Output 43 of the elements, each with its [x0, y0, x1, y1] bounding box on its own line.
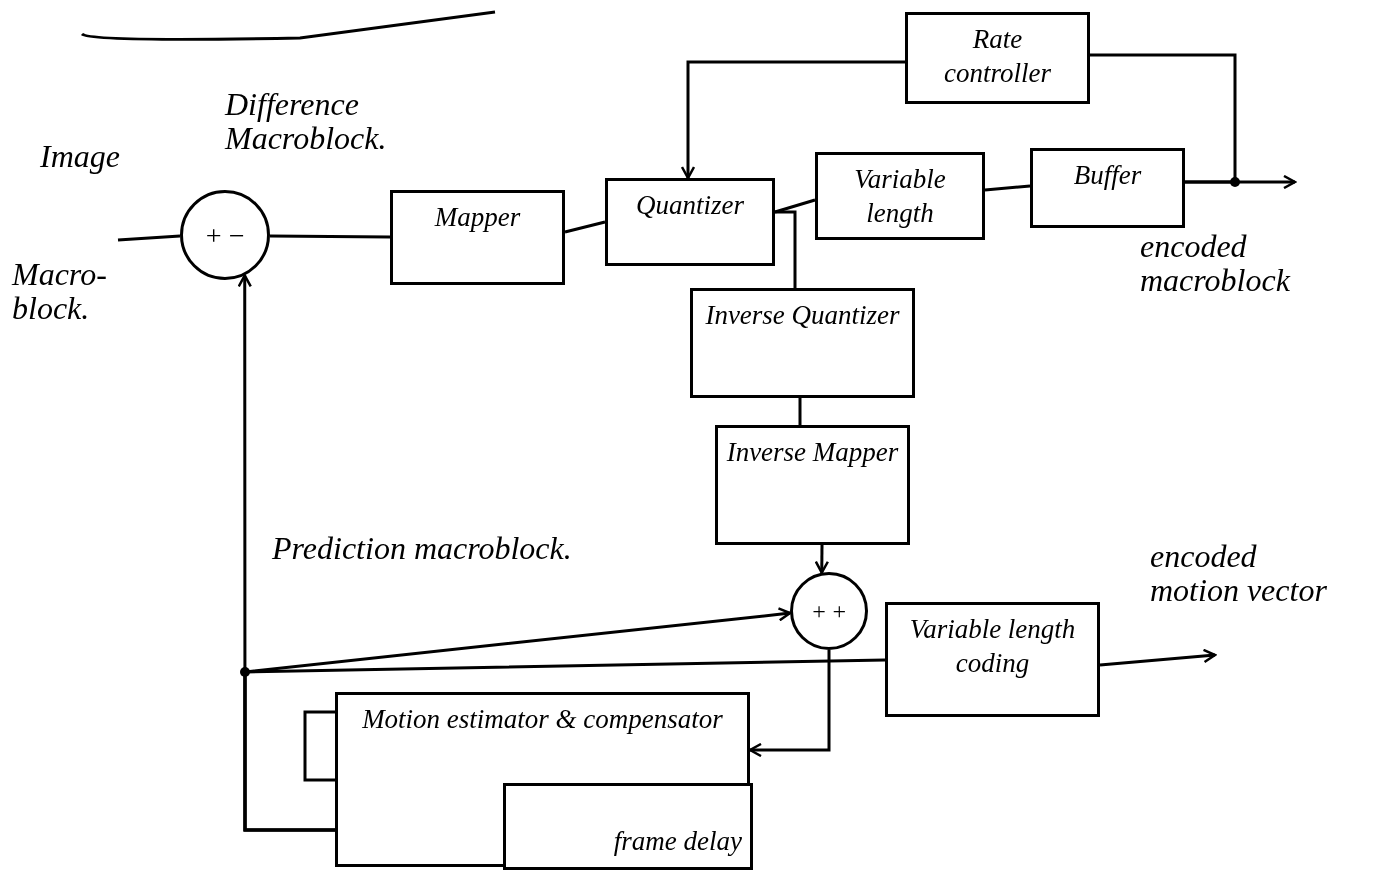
arrow	[748, 650, 831, 758]
box-label: Buffer	[1073, 159, 1142, 192]
box-label: Inverse Quantizer	[705, 299, 900, 332]
box-label: Mapper	[434, 201, 521, 234]
process-box	[390, 190, 565, 285]
box-label: Quantizer	[636, 189, 744, 222]
process-box	[1030, 148, 1185, 228]
process-box	[815, 152, 985, 240]
sign-label: +	[204, 218, 223, 253]
annotation-text: Prediction macroblock.	[272, 532, 573, 566]
process-box	[503, 783, 753, 870]
connector-line	[269, 234, 390, 239]
box-label: Variable length coding	[908, 613, 1077, 680]
connector-line	[798, 398, 802, 425]
process-box	[690, 288, 915, 398]
arrow	[680, 60, 905, 180]
box-label: Rate controller	[943, 23, 1052, 90]
process-box	[605, 178, 775, 266]
annotation-text: Image	[40, 140, 121, 174]
box-label: Motion estimator & compensator	[362, 703, 723, 736]
box-label: Inverse Mapper	[726, 436, 899, 469]
annotation-text: Macro-block.	[12, 258, 108, 326]
arrow	[1099, 648, 1217, 667]
annotation-text: Difference Macroblock.	[225, 88, 388, 156]
connector-line	[775, 210, 797, 288]
box-label: Variable length	[853, 163, 947, 230]
process-box	[905, 12, 1090, 104]
process-box	[715, 425, 910, 545]
connector-line	[564, 220, 606, 234]
process-box	[885, 602, 1100, 717]
process-box	[335, 692, 750, 867]
connector-line	[243, 658, 886, 832]
arrow	[814, 545, 830, 574]
annotation-text: encoded macroblock	[1140, 230, 1292, 298]
sign-label: −	[227, 218, 246, 253]
sign-label: +	[831, 597, 848, 626]
connector-line	[1090, 53, 1237, 184]
connector-line	[984, 184, 1031, 192]
annotation-text: encoded motion vector	[1150, 540, 1328, 608]
sign-label: +	[810, 597, 827, 626]
box-label: frame delay	[613, 825, 742, 859]
connector-line	[774, 198, 816, 214]
connector-line	[117, 234, 181, 242]
